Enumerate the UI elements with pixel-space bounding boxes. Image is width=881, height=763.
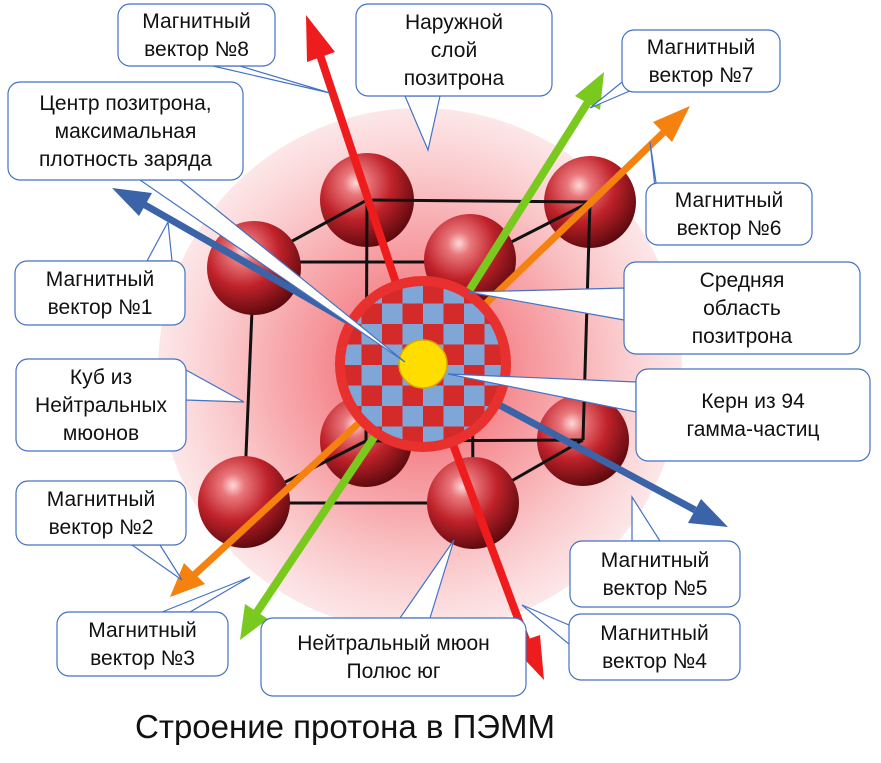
- callout-vector4: Магнитный вектор №4: [521, 604, 741, 681]
- callout-vector8: Магнитный вектор №8: [117, 3, 331, 94]
- callout-box: [621, 29, 781, 93]
- callout-text-line: гамма-частиц: [687, 418, 820, 441]
- callout-vector5: Магнитный вектор №5: [569, 494, 741, 608]
- callout-text-line: вектор №8: [144, 38, 249, 61]
- checker-cell: [361, 365, 382, 386]
- checker-cell: [402, 286, 423, 304]
- checker-cell: [443, 324, 464, 345]
- callout-text-line: мюонов: [63, 422, 139, 445]
- callout-outer-layer: Наружной слой позитрона: [355, 3, 553, 152]
- callout-text-line: Магнитный: [46, 268, 154, 291]
- callout-text-line: плотность заряда: [39, 148, 212, 171]
- callout-center: Центр позитрона, максимальная плотность за…: [7, 81, 406, 363]
- callout-vector3: Магнитный вектор №3: [56, 576, 251, 677]
- callout-middle-area: Средняя область позитрона: [467, 261, 861, 355]
- checker-cell: [402, 406, 423, 427]
- checker-cell: [382, 365, 403, 386]
- callout-vector1: Магнитный вектор №1: [14, 219, 186, 326]
- callout-text-line: позитрона: [692, 325, 793, 348]
- checker-cell: [382, 406, 403, 427]
- callout-text-line: позитрона: [404, 67, 505, 90]
- callout-box: [7, 81, 244, 181]
- checker-cell: [464, 385, 485, 406]
- checker-cell: [484, 344, 501, 365]
- callout-box: [569, 540, 741, 608]
- muon-sphere: [198, 456, 290, 548]
- callout-text-line: область: [703, 297, 781, 320]
- callout-box: [14, 260, 186, 326]
- callout-text-line: Магнитный: [142, 10, 250, 33]
- callout-text-line: Керн из 94: [701, 390, 805, 413]
- checker-cell: [345, 344, 362, 365]
- checker-cell: [423, 426, 444, 442]
- callout-vector6: Магнитный вектор №6: [645, 141, 813, 246]
- callout-text-line: Магнитный: [647, 36, 755, 59]
- callout-text-line: Полюс юг: [346, 660, 440, 683]
- callout-text-line: Магнитный: [47, 488, 155, 511]
- checker-cell: [443, 385, 464, 406]
- callout-text-line: Наружной: [405, 11, 503, 34]
- callout-text-line: Нейтральных: [35, 394, 167, 417]
- callout-box: [15, 358, 187, 452]
- callout-vector2: Магнитный вектор №2: [15, 480, 187, 581]
- callout-text-line: вектор №3: [90, 647, 195, 670]
- checker-cell: [402, 303, 423, 324]
- diagram-title: Строение протона в ПЭММ: [135, 708, 555, 745]
- kern-gamma-particles: [398, 339, 448, 389]
- callout-text-line: Магнитный: [601, 549, 709, 572]
- callout-cube: Куб из Нейтральных мюонов: [15, 358, 245, 452]
- callout-text-line: Магнитный: [675, 189, 783, 212]
- callout-box: [635, 368, 871, 462]
- checker-cell: [423, 286, 444, 304]
- callout-text-line: максимальная: [55, 120, 197, 143]
- checker-cell: [402, 426, 423, 442]
- callout-text-line: Средняя: [700, 269, 785, 292]
- checker-cell: [464, 324, 485, 345]
- callout-text-line: Нейтральный мюон: [297, 632, 489, 655]
- checker-cell: [361, 385, 382, 406]
- callout-box: [623, 261, 861, 355]
- callout-text-line: вектор №1: [48, 296, 153, 319]
- callout-box: [260, 617, 527, 697]
- callout-text-line: вектор №4: [602, 650, 707, 673]
- callout-text-line: вектор №7: [649, 64, 754, 87]
- checker-cell: [443, 344, 464, 365]
- callout-text-line: вектор №6: [677, 217, 782, 240]
- callout-text-line: Магнитный: [600, 622, 708, 645]
- callout-box: [355, 3, 553, 97]
- checker-cell: [402, 385, 423, 406]
- callout-text-line: слой: [431, 39, 477, 62]
- checker-cell: [382, 303, 403, 324]
- callout-text-line: Магнитный: [88, 619, 196, 642]
- callout-text-line: Куб из: [70, 366, 132, 389]
- checker-cell: [443, 406, 464, 427]
- checker-cell: [423, 385, 444, 406]
- callout-pointer: [631, 494, 662, 542]
- callout-box: [117, 3, 276, 67]
- checker-cell: [402, 324, 423, 345]
- checker-cell: [382, 385, 403, 406]
- callout-text-line: вектор №2: [49, 516, 154, 539]
- checker-cell: [423, 303, 444, 324]
- callout-box: [645, 182, 813, 246]
- callout-text-line: вектор №5: [603, 577, 708, 600]
- checker-cell: [464, 344, 485, 365]
- checker-cell: [361, 344, 382, 365]
- checker-cell: [423, 324, 444, 345]
- checker-cell: [443, 303, 464, 324]
- checker-cell: [345, 365, 362, 386]
- callout-vector7: Магнитный вектор №7: [589, 29, 781, 109]
- callout-kern: Керн из 94 гамма-частиц: [447, 368, 871, 462]
- callout-box: [15, 480, 187, 546]
- callout-box: [568, 613, 741, 681]
- callout-pointer: [130, 544, 183, 581]
- checker-cell: [423, 406, 444, 427]
- callout-box: [56, 611, 229, 677]
- callout-text-line: Центр позитрона,: [39, 92, 211, 115]
- callout-pointer: [145, 219, 173, 262]
- checker-cell: [382, 324, 403, 345]
